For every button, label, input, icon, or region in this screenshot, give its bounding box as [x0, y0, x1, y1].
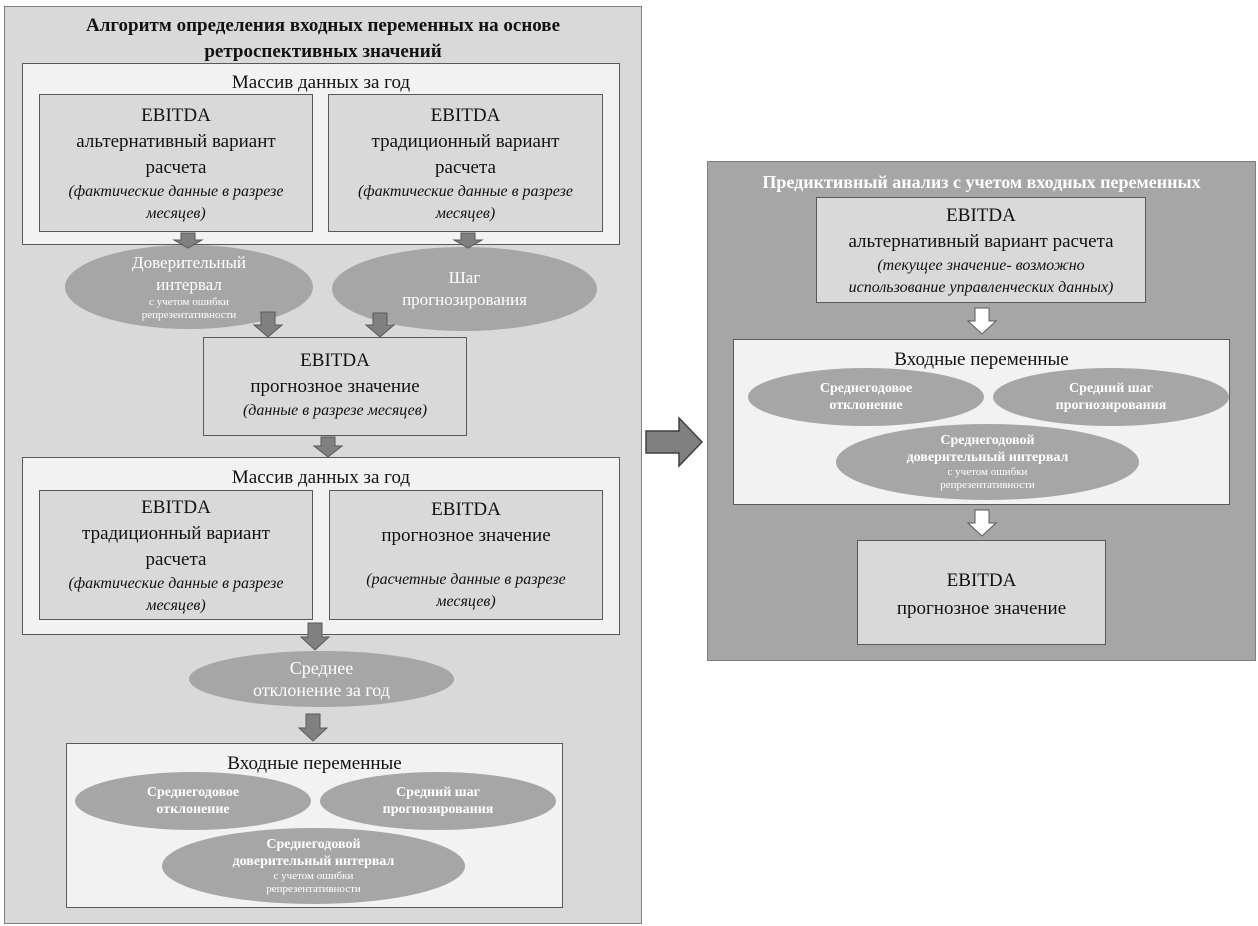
ellipse-line: Доверительный: [132, 253, 246, 272]
card-variant-2: расчета: [145, 157, 207, 178]
down-arrow-icon: [252, 311, 284, 338]
card-variant: прогнозное значение: [896, 598, 1067, 619]
ellipse-line: прогнозирования: [382, 802, 494, 817]
card-note: (фактические данные в разрезе: [68, 575, 284, 592]
card-metric: EBITDA: [946, 570, 1017, 591]
card-variant: прогнозное значение: [381, 525, 551, 546]
down-arrow-icon: [312, 436, 344, 458]
card-variant: альтернативный вариант расчета: [848, 231, 1114, 252]
card-note-2: месяцев): [435, 205, 496, 222]
right-forecast-box: EBITDA прогнозное значение: [857, 540, 1106, 645]
array2-title: Массив данных за год: [231, 467, 411, 488]
array2-card-traditional: EBITDA традиционный вариант расчета (фак…: [39, 490, 313, 620]
card-note: (фактические данные в разрезе: [357, 183, 574, 200]
down-arrow-icon: [364, 312, 396, 338]
card-note-2: использование управленческих данных): [848, 279, 1114, 296]
right-inputs-title: Входные переменные: [894, 349, 1069, 370]
card-metric: EBITDA: [946, 205, 1016, 226]
right-current-box: EBITDA альтернативный вариант расчета (т…: [816, 197, 1146, 303]
card-variant: альтернативный вариант: [76, 131, 276, 152]
ellipse-line: Средний шаг: [1069, 381, 1153, 396]
card-metric: EBITDA: [300, 350, 370, 371]
ellipse-mean-deviation: Среднее отклонение за год: [189, 651, 454, 707]
ellipse-line: Среднегодовое: [819, 381, 913, 396]
left-ellipse-annual-confidence: Среднегодовой доверительный интервал с у…: [162, 828, 465, 904]
ellipse-line: Среднегодовой: [940, 433, 1035, 448]
down-arrow-icon: [966, 307, 998, 335]
card-note-2: месяцев): [146, 597, 206, 614]
down-arrow-icon: [299, 622, 331, 651]
ellipse-note: репрезентативности: [266, 883, 361, 895]
right-arrow-icon: [645, 416, 704, 468]
card-variant-2: расчета: [435, 157, 496, 178]
right-ellipse-annual-deviation: Среднегодовое отклонение: [748, 368, 984, 426]
card-variant: традиционный вариант: [371, 131, 560, 152]
ellipse-line: доверительный интервал: [906, 450, 1069, 465]
down-arrow-icon: [172, 232, 204, 249]
ellipse-line: Средний шаг: [396, 785, 480, 800]
ellipse-line: отклонение: [829, 398, 903, 413]
ellipse-line: Среднее: [289, 658, 354, 678]
left-title-line1: Алгоритм определения входных переменных …: [86, 15, 560, 36]
card-note: (фактические данные в разрезе: [68, 183, 284, 200]
card-metric: EBITDA: [431, 499, 501, 520]
card-note-2: месяцев): [436, 593, 496, 610]
ellipse-line: отклонение: [156, 802, 230, 817]
right-ellipse-average-step: Средний шаг прогнозирования: [993, 368, 1229, 426]
card-metric: EBITDA: [141, 497, 211, 518]
ellipse-note: с учетом ошибки: [273, 870, 354, 882]
ellipse-note: репрезентативности: [940, 479, 1035, 491]
down-arrow-icon: [452, 232, 484, 249]
ellipse-note: с учетом ошибки: [947, 466, 1028, 478]
card-note: (расчетные данные в разрезе: [366, 571, 566, 588]
ellipse-forecast-step: Шаг прогнозирования: [332, 247, 597, 331]
ellipse-line: Среднегодовой: [266, 837, 361, 852]
left-inputs-title: Входные переменные: [227, 753, 402, 774]
left-title-line2: ретроспективных значений: [204, 41, 442, 62]
down-arrow-icon: [966, 509, 998, 537]
card-variant-2: расчета: [145, 549, 207, 570]
card-note: (текущее значение- возможно: [877, 257, 1085, 274]
ellipse-line: прогнозирования: [1055, 398, 1167, 413]
ellipse-line: прогнозирования: [402, 290, 527, 309]
down-arrow-icon: [297, 713, 329, 742]
right-panel-title: Предиктивный анализ с учетом входных пер…: [762, 172, 1201, 192]
ellipse-line: Шаг: [448, 268, 481, 287]
ellipse-confidence-interval: Доверительный интервал с учетом ошибки р…: [65, 245, 313, 329]
forecast-box: EBITDA прогнозное значение (данные в раз…: [203, 337, 467, 436]
array1-card-alternative: EBITDA альтернативный вариант расчета (ф…: [39, 94, 313, 232]
ellipse-note: репрезентативности: [141, 309, 237, 321]
array1-title: Массив данных за год: [231, 72, 411, 93]
ellipse-line: доверительный интервал: [232, 854, 395, 869]
array1-card-traditional: EBITDA традиционный вариант расчета (фак…: [328, 94, 603, 232]
card-variant: традиционный вариант: [82, 523, 270, 544]
array2-card-forecast: EBITDA прогнозное значение (расчетные да…: [329, 490, 603, 620]
left-ellipse-average-step: Средний шаг прогнозирования: [320, 772, 556, 830]
ellipse-line: отклонение за год: [253, 680, 390, 700]
card-note-2: месяцев): [146, 205, 206, 222]
card-metric: EBITDA: [430, 105, 501, 126]
card-variant: прогнозное значение: [250, 376, 420, 397]
right-ellipse-annual-confidence: Среднегодовой доверительный интервал с у…: [836, 424, 1139, 500]
card-metric: EBITDA: [141, 105, 211, 126]
ellipse-note: с учетом ошибки: [149, 296, 229, 308]
ellipse-line: Среднегодовое: [146, 785, 240, 800]
left-ellipse-annual-deviation: Среднегодовое отклонение: [75, 772, 311, 830]
card-note: (данные в разрезе месяцев): [242, 402, 428, 419]
ellipse-line: интервал: [156, 275, 222, 294]
left-panel-title: Алгоритм определения входных переменных …: [4, 13, 642, 65]
